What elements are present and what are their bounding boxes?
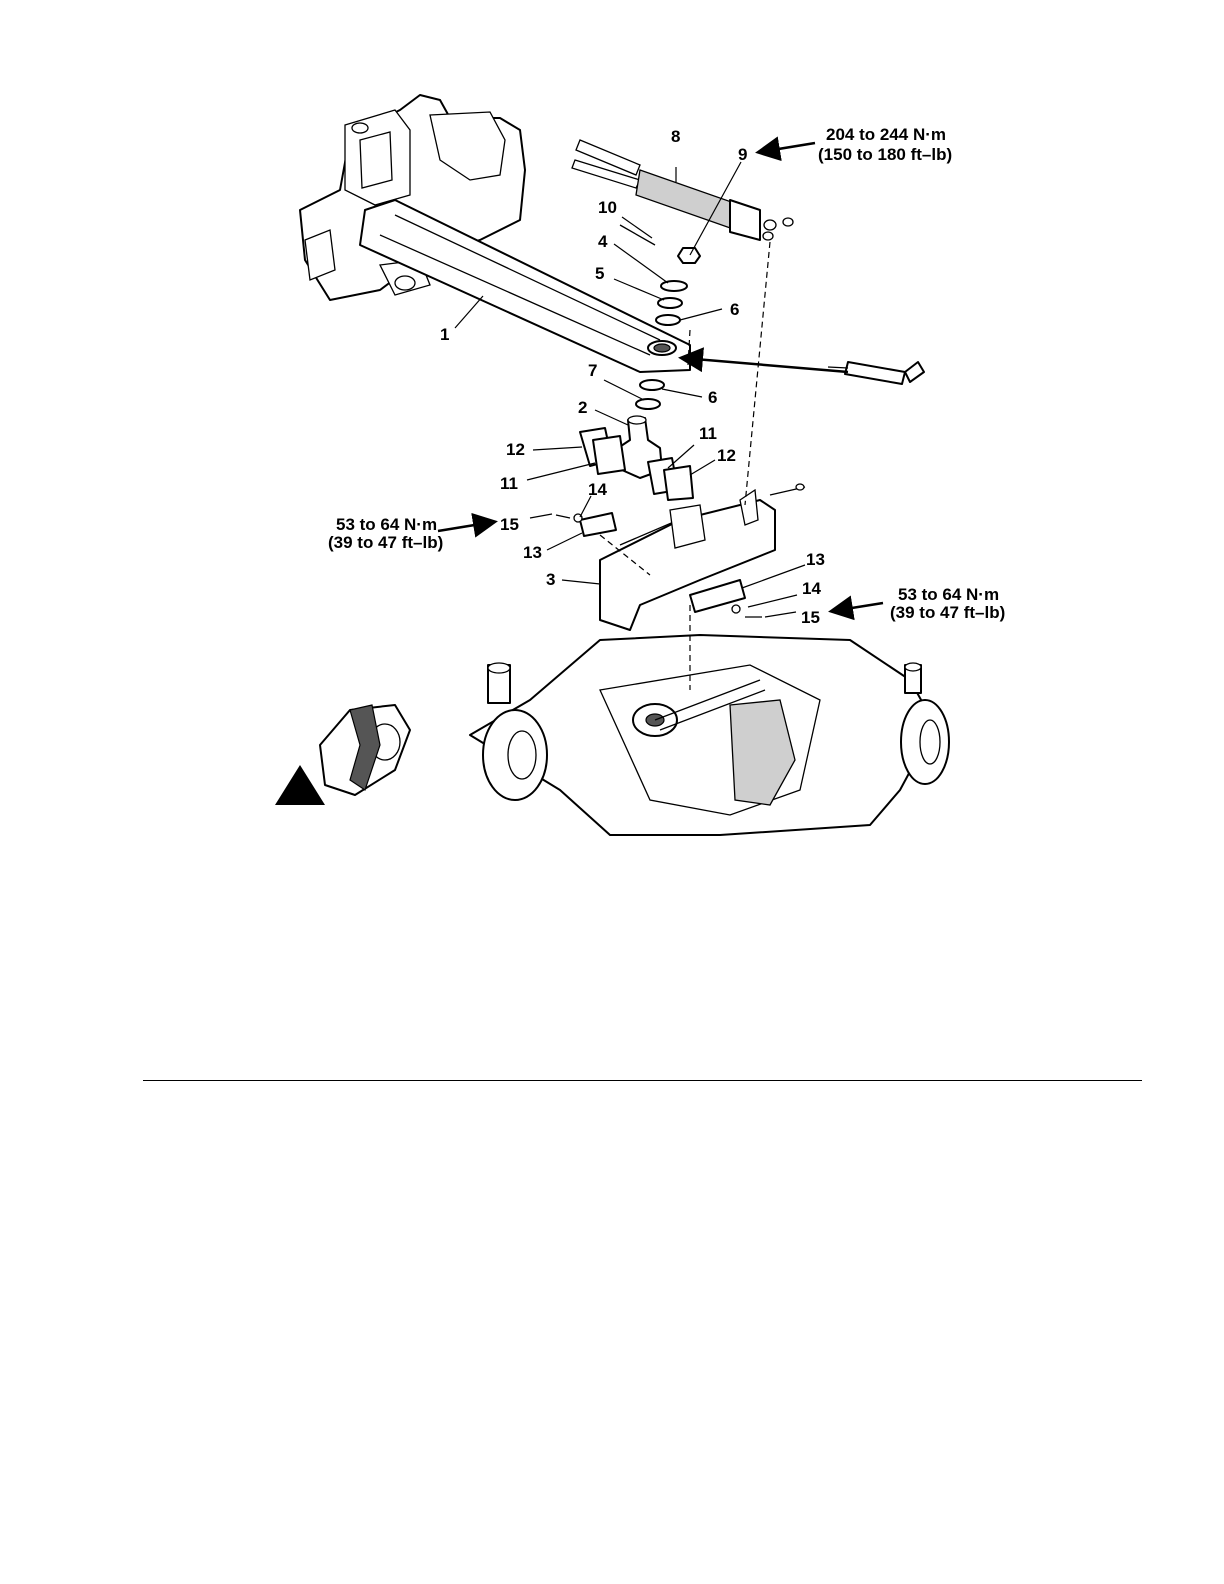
torque-top-ftlb: (150 to 180 ft–lb) [818, 145, 952, 164]
torque-left-nm: 53 to 64 N·m [336, 515, 437, 534]
callout-15-left: 15 [500, 515, 519, 534]
hydraulic-cylinder [572, 140, 793, 240]
torque-right-ftlb: (39 to 47 ft–lb) [890, 603, 1005, 622]
callout-12-left: 12 [506, 440, 525, 459]
callout-13-right: 13 [806, 550, 825, 569]
bracket-right [648, 458, 693, 500]
callout-2: 2 [578, 398, 587, 417]
callout-3: 3 [546, 570, 555, 589]
callout-14-left: 14 [588, 480, 607, 499]
callout-1: 1 [440, 325, 449, 344]
bracket-left [580, 428, 625, 474]
page-divider [143, 1080, 1142, 1081]
callout-6-upper: 6 [730, 300, 739, 319]
caster-wheel-right [901, 663, 949, 784]
deck-mount-bracket [556, 484, 805, 630]
callout-11-right: 11 [699, 424, 717, 443]
callout-5: 5 [595, 264, 604, 283]
callout-13-left: 13 [523, 543, 542, 562]
torque-right-nm: 53 to 64 N·m [898, 585, 999, 604]
callout-9: 9 [738, 145, 747, 164]
callout-15-right: 15 [801, 608, 820, 627]
front-direction-arrow-icon [275, 705, 410, 805]
callout-12-right: 12 [717, 446, 736, 465]
grease-gun-icon [828, 362, 924, 384]
callout-7: 7 [588, 361, 597, 380]
callout-11-left: 11 [500, 474, 518, 493]
caster-wheel-left [483, 663, 547, 800]
torque-left-ftlb: (39 to 47 ft–lb) [328, 533, 443, 552]
callout-14-right: 14 [802, 579, 821, 598]
callout-8: 8 [671, 127, 680, 146]
torque-top-nm: 204 to 244 N·m [826, 125, 946, 144]
callout-4: 4 [598, 232, 608, 251]
callout-6-lower: 6 [708, 388, 717, 407]
callout-10: 10 [598, 198, 617, 217]
